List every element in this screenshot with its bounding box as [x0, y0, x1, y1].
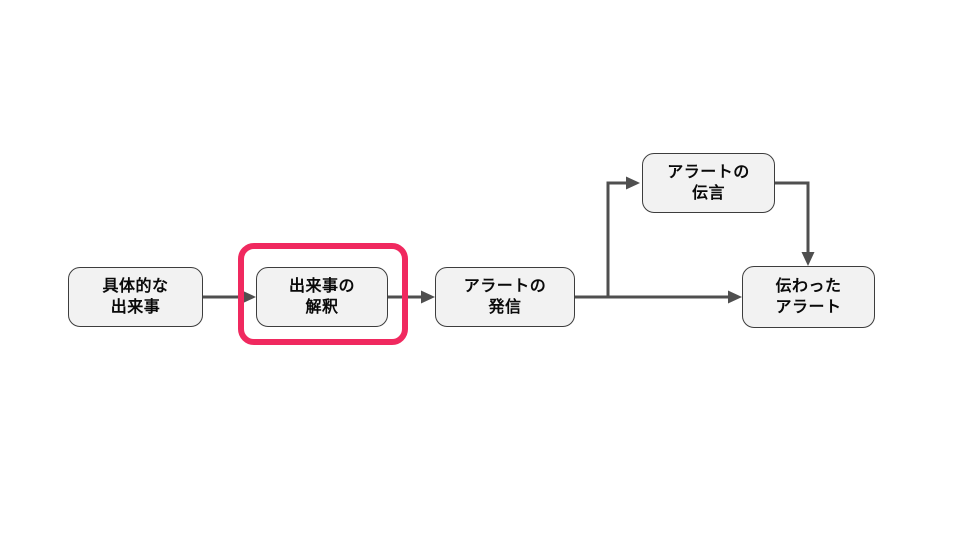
edge-emission-to-relay — [606, 181, 626, 297]
edge-relay-to-conveyed — [775, 181, 810, 252]
node-concrete-event: 具体的な 出来事 — [68, 267, 203, 327]
arrowhead-icon — [242, 290, 256, 304]
node-alert-emission: アラートの 発信 — [435, 267, 575, 327]
arrowhead-icon — [728, 290, 742, 304]
node-event-interpretation: 出来事の 解釈 — [256, 267, 388, 327]
arrowhead-icon — [421, 290, 435, 304]
node-conveyed-alert: 伝わった アラート — [742, 266, 875, 328]
arrowhead-icon — [626, 176, 640, 190]
arrowhead-icon — [801, 252, 815, 266]
node-alert-relay: アラートの 伝言 — [642, 153, 775, 213]
